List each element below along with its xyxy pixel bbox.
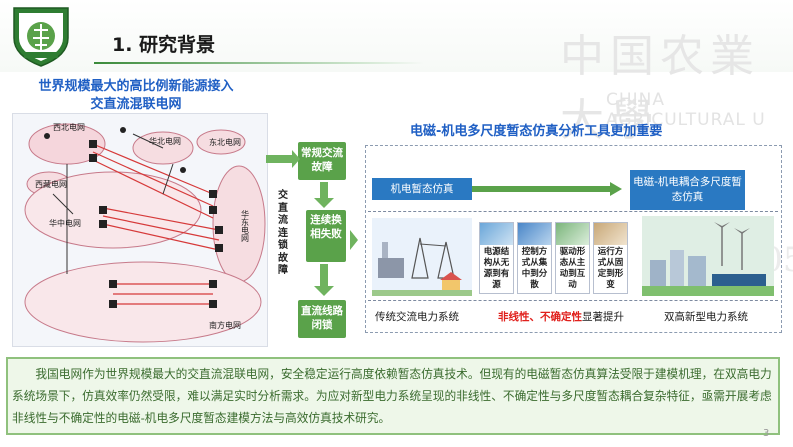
arrow-fault-down [314, 182, 334, 208]
page-number: 3 [763, 428, 770, 439]
label-east: 华东电网 [241, 209, 250, 243]
label-tibet: 西藏电网 [35, 179, 67, 189]
header-band [0, 0, 793, 72]
arrow-fail-down [314, 264, 334, 296]
summary-paragraph: 我国电网作为世界规模最大的交直流混联电网，安全稳定运行高度依赖暂态仿真技术。但现… [12, 367, 772, 425]
region-south [24, 261, 262, 343]
region-east [212, 165, 266, 283]
label-traditional-system: 传统交流电力系统 [375, 311, 459, 323]
label-northwest: 西北电网 [53, 122, 85, 132]
card-power-structure-text: 电源结构从无源到有源 [483, 247, 510, 290]
label-nonlinearity-rest: 显著提升 [582, 311, 624, 323]
box-fail-text: 连续换相失败 [310, 214, 342, 240]
box-fault-text: 常规交流故障 [301, 147, 343, 173]
left-title-line1: 世界规模最大的高比例新能源接入 [38, 79, 234, 94]
label-central: 华中电网 [49, 218, 81, 228]
card-operation-mode-text: 运行方式从固定到形变 [597, 247, 624, 290]
card-image [518, 223, 551, 245]
title-underline [94, 62, 424, 64]
box-conventional-ac-fault: 常规交流故障 [298, 142, 346, 180]
watermark-english-name: CHINA AGRICULTURAL U [606, 90, 766, 130]
card-image [594, 223, 627, 245]
box-commutation-failure: 连续换相失败 [306, 210, 346, 262]
card-power-structure: 电源结构从无源到有源 [479, 222, 514, 294]
card-image [556, 223, 589, 245]
card-control-mode: 控制方式从集中到分散 [517, 222, 552, 294]
summary-box [6, 357, 780, 435]
label-nonlinearity-increase: 非线性、不确定性显著提升 [498, 309, 624, 324]
arrow-grid-to-fault [266, 150, 300, 168]
coupled-multiscale-sim-bar: 电磁-机电耦合多尺度暂态仿真 [630, 170, 745, 210]
double-high-system-illustration [642, 216, 774, 296]
dashed-separator-top [368, 211, 778, 212]
card-operation-mode: 运行方式从固定到形变 [593, 222, 628, 294]
electromechanical-sim-bar: 机电暂态仿真 [372, 178, 472, 200]
middle-arrows [266, 150, 358, 296]
cascading-fault-label: 交直流连锁故障 [278, 190, 288, 276]
dashed-separator-bottom [368, 300, 778, 301]
label-nonlinearity-red: 非线性、不确定性 [498, 311, 582, 323]
card-control-mode-text: 控制方式从集中到分散 [521, 247, 548, 290]
arrow-to-right [350, 230, 358, 250]
label-south: 南方电网 [209, 320, 241, 330]
grid-diagram-panel: 西北电网 华北电网 东北电网 西藏电网 华中电网 华东电网 南方电网 [12, 113, 268, 347]
card-drive-form-text: 驱动形态从主动到互动 [559, 247, 586, 290]
card-drive-form: 驱动形态从主动到互动 [555, 222, 590, 294]
card-image [480, 223, 513, 245]
slide-title: 1. 研究背景 [112, 34, 216, 56]
region-northeast [196, 129, 246, 155]
label-double-high-system: 双高新型电力系统 [664, 311, 748, 323]
label-north: 华北电网 [149, 136, 181, 146]
box-dc-blocking: 直流线路闭锁 [298, 300, 346, 338]
box-block-text: 直流线路闭锁 [301, 305, 343, 331]
right-title: 电磁-机电多尺度暂态仿真分析工具更加重要 [410, 124, 663, 139]
university-logo [6, 4, 76, 68]
left-title-line2: 交直流混联电网 [90, 97, 182, 112]
label-northeast: 东北电网 [209, 137, 241, 147]
progression-arrow [472, 182, 622, 196]
watermark-university-name: 中国农業大學 [560, 31, 760, 146]
traditional-system-illustration [372, 218, 472, 296]
right-frame [365, 145, 782, 333]
